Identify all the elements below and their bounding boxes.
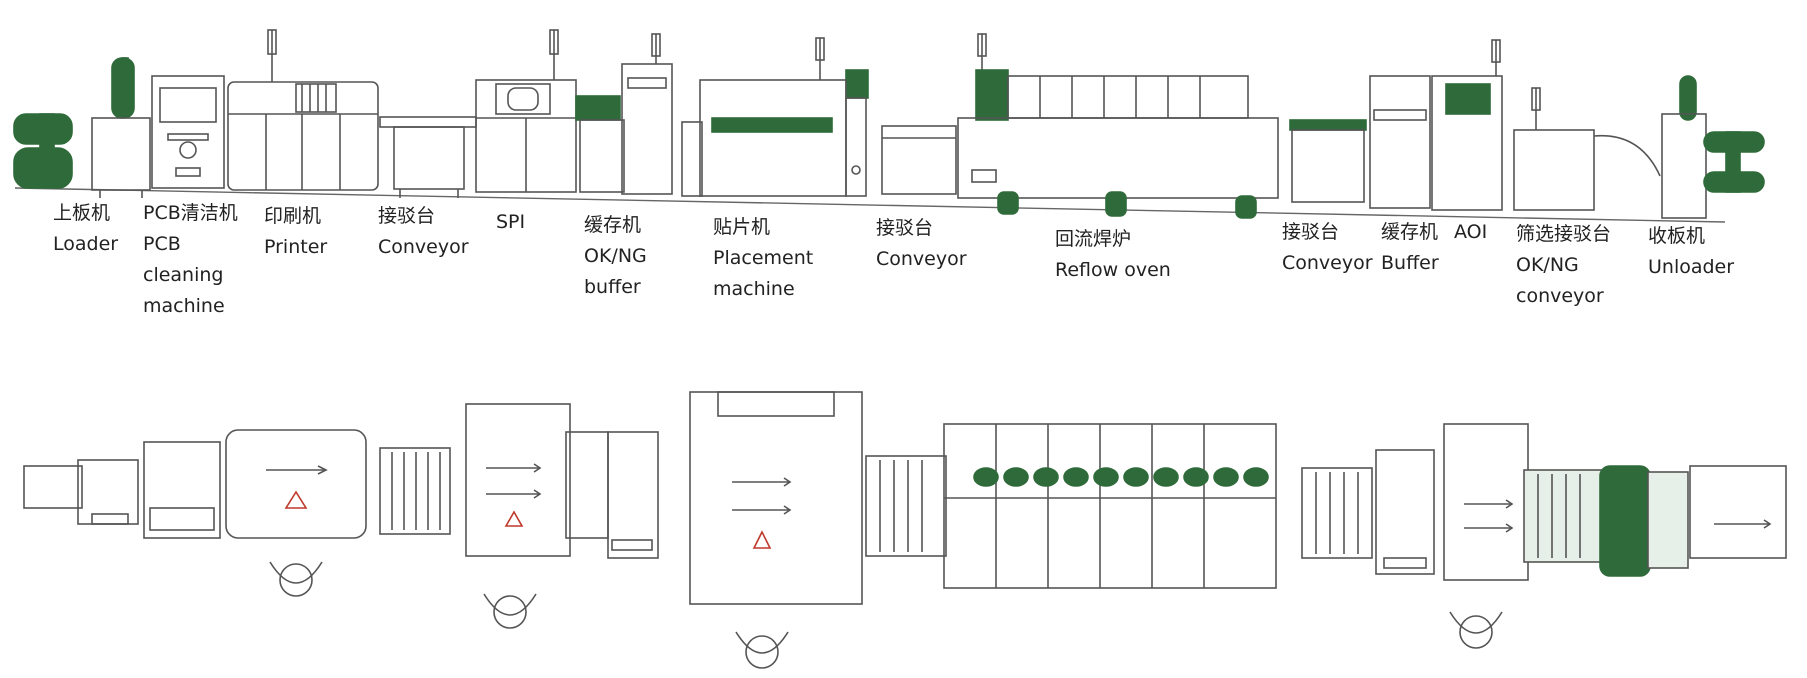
plan-conveyor-1 [379,447,451,535]
loader-machine [13,57,151,198]
plan-loader [23,459,139,525]
unloader-machine [1661,75,1765,219]
spi-machine [475,29,577,193]
placement-machine [681,37,869,197]
plan-spi [465,403,571,629]
conveyor-1 [379,116,477,198]
ok-ng-buffer [575,33,673,195]
plan-aoi [1443,423,1529,649]
plan-buffer-1 [565,431,659,559]
plan-reflow-oven [943,423,1277,589]
plan-placement [689,391,863,669]
plan-screening-conveyor [1523,465,1689,577]
plan-conveyor-3 [1301,467,1373,559]
plan-unloader [1689,465,1787,559]
pcb-cleaning-machine [121,57,225,189]
plan-conveyor-2 [865,455,947,557]
screening-conveyor [1513,87,1661,211]
plan-buffer-2 [1375,449,1435,575]
plan-cleaner [143,441,221,539]
conveyor-3 [1289,119,1367,203]
station-label-spi: SPI [496,211,526,233]
plan-printer [225,429,367,597]
aoi-machine [1431,39,1503,211]
station-label-aoi: AOI [1454,221,1488,243]
buffer-machine [1369,75,1431,209]
reflow-oven [957,33,1279,219]
printer-machine [227,29,379,191]
conveyor-2 [881,125,957,195]
floor-line [14,187,1726,223]
